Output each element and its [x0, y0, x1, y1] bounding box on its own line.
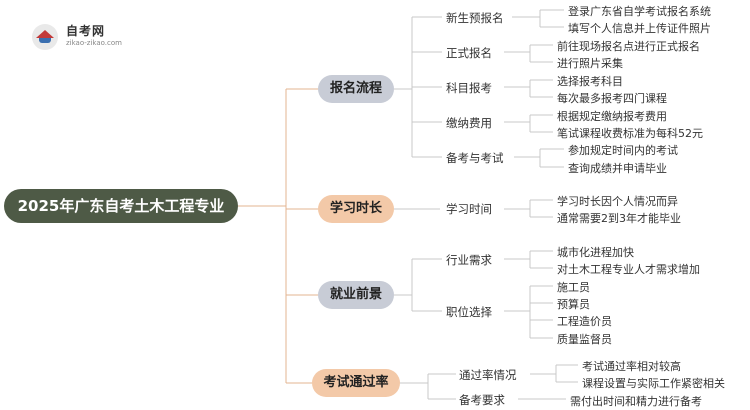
- branch-study-duration: 学习时长: [318, 195, 394, 223]
- logo-url: zikao-zikao.com: [66, 39, 122, 47]
- branch-employment-prospects: 就业前景: [318, 281, 394, 309]
- leaf-item: 填写个人信息并上传证件照片: [568, 22, 711, 35]
- graduation-cap-icon: [32, 24, 58, 50]
- leaf-item: 考试通过率相对较高: [582, 360, 681, 373]
- sub-preparation-and-exam: 备考与考试: [446, 151, 504, 165]
- sub-pass-rate-status: 通过率情况: [459, 368, 517, 382]
- leaf-item: 登录广东省自学考试报名系统: [568, 5, 711, 18]
- leaf-item: 预算员: [557, 298, 590, 311]
- leaf-item: 城市化进程加快: [557, 246, 634, 259]
- leaf-item: 施工员: [557, 281, 590, 294]
- leaf-item: 根据规定缴纳报考费用: [557, 110, 667, 123]
- branch-registration-process: 报名流程: [318, 75, 394, 103]
- sub-job-options: 职位选择: [446, 305, 492, 319]
- leaf-item: 课程设置与实际工作紧密相关: [582, 377, 725, 390]
- leaf-item: 工程造价员: [557, 315, 612, 328]
- leaf-item: 通常需要2到3年才能毕业: [557, 212, 681, 225]
- leaf-item: 需付出时间和精力进行备考: [570, 395, 702, 408]
- leaf-item: 对土木工程专业人才需求增加: [557, 263, 700, 276]
- leaf-item: 进行照片采集: [557, 57, 623, 70]
- sub-industry-demand: 行业需求: [446, 253, 492, 267]
- branch-exam-pass-rate: 考试通过率: [312, 369, 400, 397]
- sub-formal-registration: 正式报名: [446, 46, 492, 60]
- leaf-item: 参加规定时间内的考试: [568, 144, 678, 157]
- sub-subject-registration: 科目报考: [446, 81, 492, 95]
- logo-title: 自考网: [66, 24, 106, 38]
- leaf-item: 笔试课程收费标准为每科52元: [557, 127, 703, 140]
- leaf-item: 每次最多报考四门课程: [557, 92, 667, 105]
- sub-preparation-requirements: 备考要求: [459, 393, 505, 407]
- leaf-item: 前往现场报名点进行正式报名: [557, 40, 700, 53]
- sub-study-time: 学习时间: [446, 202, 492, 216]
- sub-pre-registration: 新生预报名: [446, 11, 504, 25]
- sub-fee-payment: 缴纳费用: [446, 116, 492, 130]
- leaf-item: 学习时长因个人情况而异: [557, 195, 678, 208]
- root-node: 2025年广东自考土木工程专业: [4, 189, 238, 223]
- leaf-item: 选择报考科目: [557, 75, 623, 88]
- site-logo: 自考网 zikao-zikao.com: [32, 22, 142, 52]
- leaf-item: 查询成绩并申请毕业: [568, 162, 667, 175]
- leaf-item: 质量监督员: [557, 333, 612, 346]
